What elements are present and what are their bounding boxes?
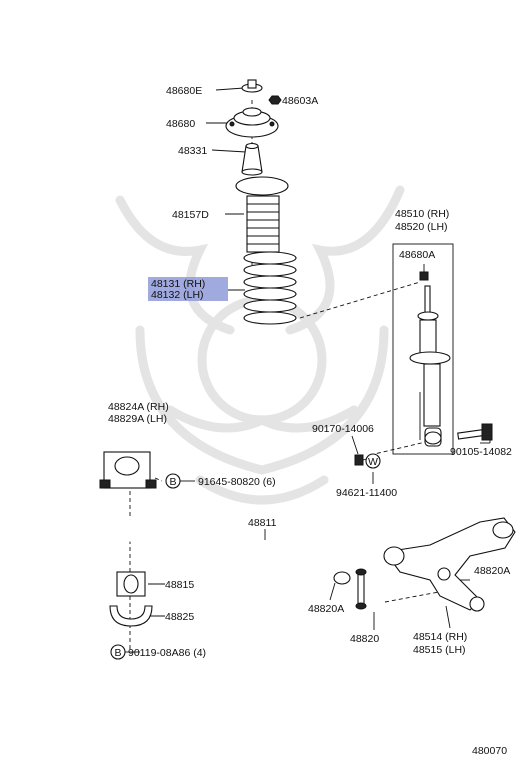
dust-boot-48157D[interactable] xyxy=(235,176,289,253)
bushing-48815[interactable] xyxy=(116,571,146,597)
label-48132[interactable]: 48132 (LH) xyxy=(151,289,204,301)
label-48520[interactable]: 48520 (LH) xyxy=(395,221,448,233)
label-90170[interactable]: 90170-14006 xyxy=(312,423,374,435)
label-48514[interactable]: 48514 (RH) xyxy=(413,631,467,643)
label-91645[interactable]: 91645-80820 (6) xyxy=(198,476,276,488)
label-48515[interactable]: 48515 (LH) xyxy=(413,644,466,656)
bump-stopper-48331[interactable] xyxy=(241,142,263,176)
label-highlight xyxy=(148,277,228,301)
label-48820A-right[interactable]: 48820A xyxy=(474,565,510,577)
watermark-logo xyxy=(115,185,405,505)
shock-absorber-48510[interactable] xyxy=(409,285,451,447)
bar-link-end-48820A[interactable] xyxy=(333,571,351,585)
nut-90170[interactable] xyxy=(354,454,364,466)
shock-nut-48680A[interactable] xyxy=(419,271,429,281)
stabilizer-bar-48811[interactable] xyxy=(17,486,344,580)
support-mount-48680[interactable] xyxy=(225,107,279,138)
label-94621[interactable]: 94621-11400 xyxy=(336,487,397,499)
label-48829A[interactable]: 48829A (LH) xyxy=(108,413,167,425)
mount-cap-48680E[interactable] xyxy=(241,79,263,93)
bracket-48824A[interactable] xyxy=(99,451,157,489)
washer-94621[interactable]: W xyxy=(365,453,381,469)
label-48680A[interactable]: 48680A xyxy=(399,249,435,261)
bolt-marker-text-2: B xyxy=(114,647,121,659)
label-48825[interactable]: 48825 xyxy=(165,611,194,623)
label-48680E[interactable]: 48680E xyxy=(166,85,202,97)
label-48811[interactable]: 48811 xyxy=(248,517,277,529)
label-48131[interactable]: 48131 (RH) xyxy=(151,278,205,290)
bolt-marker-text: B xyxy=(169,476,176,488)
mount-nut-48603A[interactable] xyxy=(268,95,282,105)
clamp-48825[interactable] xyxy=(109,605,153,627)
label-90105[interactable]: 90105-14082 xyxy=(450,446,512,458)
washer-marker: W xyxy=(368,456,378,468)
suspension-arm-48514[interactable] xyxy=(383,517,516,612)
bolt-90105[interactable] xyxy=(457,423,493,441)
bolt-marker-91645: B xyxy=(165,473,181,489)
label-48331[interactable]: 48331 xyxy=(178,145,207,157)
label-90119[interactable]: 90119-08A86 (4) xyxy=(128,647,206,659)
label-48820A-center[interactable]: 48820A xyxy=(308,603,344,615)
label-48510[interactable]: 48510 (RH) xyxy=(395,208,449,220)
coil-spring-48131[interactable] xyxy=(243,251,297,325)
label-48824A[interactable]: 48824A (RH) xyxy=(108,401,169,413)
label-48157D[interactable]: 48157D xyxy=(172,209,209,221)
diagram-number: 480070 xyxy=(472,745,507,757)
stabilizer-link-48820[interactable] xyxy=(355,568,367,610)
label-48820[interactable]: 48820 xyxy=(350,633,379,645)
bolt-marker-90119: B xyxy=(110,644,126,660)
label-48603A[interactable]: 48603A xyxy=(282,95,318,107)
label-48815[interactable]: 48815 xyxy=(165,579,194,591)
label-48680[interactable]: 48680 xyxy=(166,118,195,130)
shock-absorber-group-box xyxy=(392,243,454,455)
